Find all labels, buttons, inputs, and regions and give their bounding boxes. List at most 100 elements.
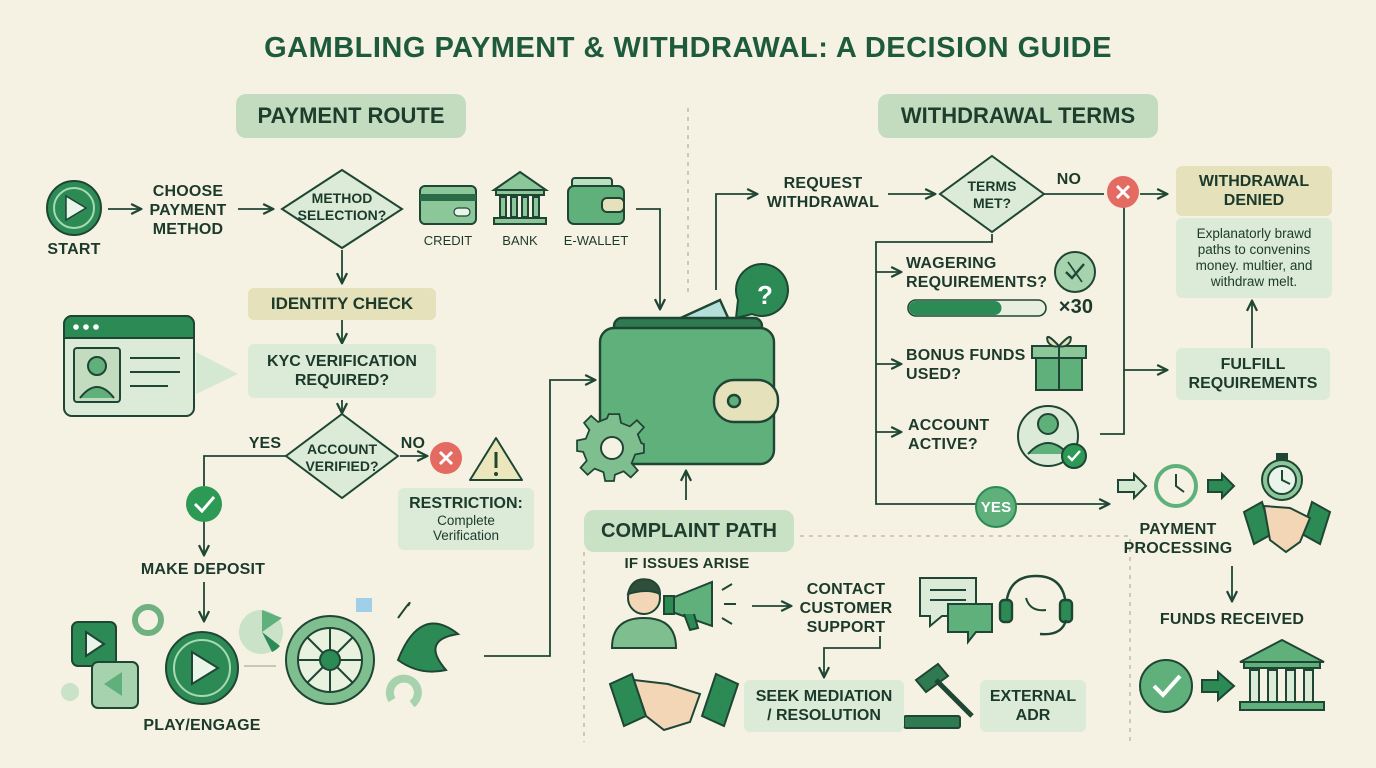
play-engage-label: PLAY/ENGAGE xyxy=(143,717,261,734)
credit-card-icon xyxy=(419,185,477,225)
no-label: NO xyxy=(400,435,426,452)
bank-icon xyxy=(490,170,550,225)
request-withdrawal-label: REQUEST WITHDRAWAL xyxy=(756,174,890,212)
wagering-line-2: REQUIREMENTS? xyxy=(906,274,1048,291)
yes-label: YES xyxy=(248,435,282,452)
restriction-line-2: Verification xyxy=(432,528,500,543)
restriction-line-1: Complete xyxy=(437,513,495,528)
verified-line-1: ACCOUNT xyxy=(307,441,377,457)
question-icon: ? xyxy=(734,263,789,320)
fulfill-requirements-box: FULFILL REQUIREMENTS xyxy=(1176,348,1330,400)
contact-line-2: CUSTOMER xyxy=(799,600,893,617)
make-deposit-label: MAKE DEPOSIT xyxy=(140,561,266,578)
wallet-icon xyxy=(567,177,625,225)
kyc-verification-box: KYC VERIFICATION REQUIRED? xyxy=(248,344,436,398)
note-line-4: withdraw melt. xyxy=(1210,274,1298,289)
handshake-icon xyxy=(608,672,740,732)
method-credit[interactable]: CREDIT xyxy=(423,233,473,248)
fulfill-line-2: REQUIREMENTS xyxy=(1188,375,1318,392)
section-complaint-path: COMPLAINT PATH xyxy=(584,510,794,552)
request-line-2: WITHDRAWAL xyxy=(766,194,880,211)
bonus-funds-label: BONUS FUNDS USED? xyxy=(906,346,1036,384)
request-line-1: REQUEST xyxy=(783,175,863,192)
browser-id-icon xyxy=(63,315,238,417)
gear-icon xyxy=(576,413,646,482)
wagering-badge-icon xyxy=(1054,251,1096,293)
bonus-line-1: BONUS FUNDS xyxy=(906,347,1026,364)
choose-line-1: CHOOSE xyxy=(152,183,224,200)
contact-line-3: SUPPORT xyxy=(806,619,886,636)
megaphone-icon xyxy=(663,580,736,632)
note-line-3: money. multier, and xyxy=(1195,258,1313,273)
identity-check-label: IDENTITY CHECK xyxy=(248,288,436,320)
bonus-line-2: USED? xyxy=(906,366,962,383)
chat-icon xyxy=(919,577,993,645)
play-icon xyxy=(46,180,102,236)
connectors xyxy=(108,194,1252,676)
active-line-2: ACTIVE? xyxy=(908,436,978,453)
wagering-line-1: WAGERING xyxy=(906,255,997,272)
choose-line-3: METHOD xyxy=(152,221,224,238)
central-wallet-icon xyxy=(598,298,780,466)
yes-badge xyxy=(975,486,1017,528)
person-icon xyxy=(610,578,678,649)
seek-mediation-box: SEEK MEDIATION / RESOLUTION xyxy=(744,680,904,732)
play-engage-cluster xyxy=(61,598,461,709)
method-selection-label: METHOD SELECTION? xyxy=(292,190,392,224)
funds-received-label: FUNDS RECEIVED xyxy=(1159,611,1305,628)
external-adr-box: EXTERNAL ADR xyxy=(980,680,1086,732)
section-withdrawal-terms: WITHDRAWAL TERMS xyxy=(878,94,1158,138)
verified-line-2: VERIFIED? xyxy=(305,458,379,474)
kyc-line-1: KYC VERIFICATION xyxy=(267,353,417,370)
note-line-1: Explanatorly brawd xyxy=(1196,226,1312,241)
method-bank[interactable]: BANK xyxy=(502,233,538,248)
handshake-icon xyxy=(1242,500,1332,554)
payment-processing-label: PAYMENT PROCESSING xyxy=(1116,520,1240,558)
processing-line-2: PROCESSING xyxy=(1123,540,1233,557)
svg-text:?: ? xyxy=(757,280,773,310)
mediation-line-2: / RESOLUTION xyxy=(767,707,881,724)
denied-line-2: DENIED xyxy=(1223,192,1285,209)
warning-icon xyxy=(469,437,523,481)
denied-line-1: WITHDRAWAL xyxy=(1198,173,1310,190)
choose-line-2: PAYMENT xyxy=(149,202,227,219)
mediation-line-1: SEEK MEDIATION xyxy=(755,688,893,705)
section-payment-route: PAYMENT ROUTE xyxy=(236,94,466,138)
restriction-title: RESTRICTION: xyxy=(409,495,523,512)
processing-line-1: PAYMENT xyxy=(1139,521,1217,538)
stopwatch-icon xyxy=(1261,453,1303,501)
start-label: START xyxy=(47,241,101,258)
terms-met-diamond xyxy=(938,154,1046,234)
active-line-1: ACCOUNT xyxy=(908,417,990,434)
external-line-2: ADR xyxy=(1015,707,1051,724)
arrow-icon xyxy=(1201,669,1236,703)
fulfill-line-1: FULFILL xyxy=(1220,356,1286,373)
denied-note-box: Explanatorly brawd paths to convenins mo… xyxy=(1176,218,1332,298)
check-icon xyxy=(1139,659,1193,713)
kyc-line-2: REQUIRED? xyxy=(294,372,390,389)
x-icon xyxy=(1107,176,1139,208)
if-issues-label: IF ISSUES ARISE xyxy=(624,555,750,572)
yes-badge-label: YES xyxy=(980,499,1012,516)
wagering-label: WAGERING REQUIREMENTS? xyxy=(906,254,1056,292)
terms-met-label: TERMS MET? xyxy=(956,178,1028,212)
user-check-icon xyxy=(1017,405,1087,469)
method-line-1: METHOD xyxy=(311,190,373,206)
headset-icon xyxy=(998,574,1074,636)
decision-diamonds xyxy=(280,154,1046,500)
method-line-2: SELECTION? xyxy=(297,207,387,223)
gavel-icon xyxy=(903,662,974,729)
choose-payment-method: CHOOSE PAYMENT METHOD xyxy=(136,182,240,239)
check-icon xyxy=(186,486,222,522)
method-e-wallet[interactable]: E-WALLET xyxy=(563,233,629,248)
wagering-multiplier: ×30 xyxy=(1058,296,1094,318)
restriction-box: RESTRICTION: Complete Verification xyxy=(398,488,534,550)
wagering-progress xyxy=(907,299,1047,317)
withdrawal-denied-box: WITHDRAWAL DENIED xyxy=(1176,166,1332,216)
bank-icon xyxy=(1239,638,1325,711)
gift-icon xyxy=(1031,335,1087,391)
cycle-icon xyxy=(1117,464,1236,508)
x-icon xyxy=(430,442,462,474)
page-title: GAMBLING PAYMENT & WITHDRAWAL: A DECISIO… xyxy=(264,32,1112,64)
